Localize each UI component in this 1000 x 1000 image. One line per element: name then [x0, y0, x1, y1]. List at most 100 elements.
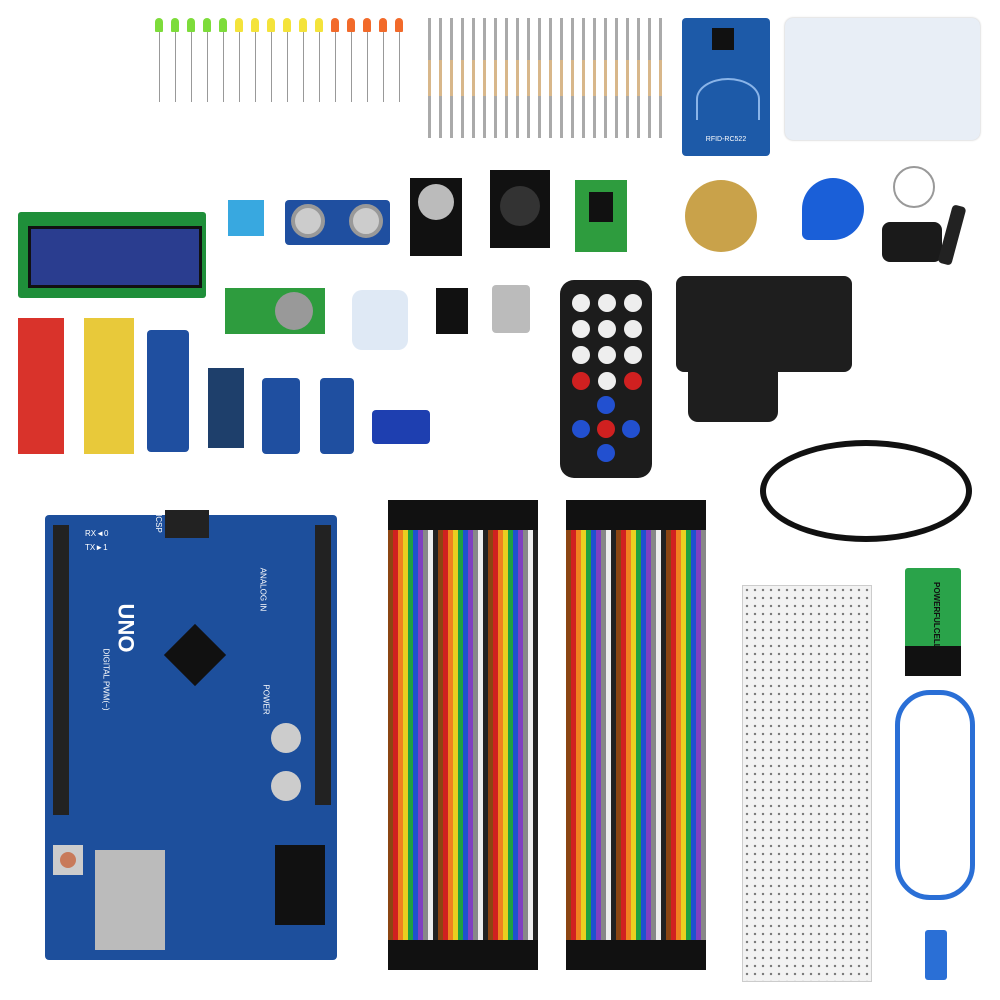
- rfid-chip: [712, 28, 734, 50]
- analog-header: [315, 525, 331, 805]
- led-leg: [303, 32, 304, 102]
- resistor: [593, 18, 596, 138]
- jumper-wire: [696, 530, 701, 940]
- dc-jack[interactable]: [275, 845, 325, 925]
- jumper-wire: [483, 530, 488, 940]
- remote-key[interactable]: [572, 320, 590, 338]
- stepper-driver: [575, 180, 627, 252]
- led: [299, 18, 307, 32]
- remote-dpad-key[interactable]: [572, 420, 590, 438]
- sensor-module: [320, 378, 354, 454]
- servo-motor: [372, 410, 430, 444]
- jumper-wire: [463, 530, 468, 940]
- remote-dpad-key[interactable]: [622, 420, 640, 438]
- remote-key[interactable]: [624, 294, 642, 312]
- remote-dpad-key[interactable]: [597, 420, 615, 438]
- jumper-wire: [448, 530, 453, 940]
- jumper-wire: [646, 530, 651, 940]
- remote-key[interactable]: [572, 346, 590, 364]
- remote-dpad-key[interactable]: [597, 396, 615, 414]
- usb-a-plug: [925, 930, 947, 980]
- rtc-module: [225, 288, 325, 334]
- key-ring: [893, 166, 935, 208]
- water-level-sensor: [18, 318, 64, 454]
- remote-key[interactable]: [598, 294, 616, 312]
- remote-key[interactable]: [624, 372, 642, 390]
- jumper-wire: [488, 530, 493, 940]
- resistor: [428, 18, 431, 138]
- rx-label: RX◄0: [85, 529, 109, 538]
- remote-key[interactable]: [572, 372, 590, 390]
- icsp-label: ICSP: [153, 514, 163, 533]
- jumper-wire: [438, 530, 443, 940]
- remote-key[interactable]: [624, 346, 642, 364]
- jumper-wire: [453, 530, 458, 940]
- jumper-wire: [576, 530, 581, 940]
- jumper-wire: [676, 530, 681, 940]
- jumper-wire: [513, 530, 518, 940]
- resistor: [571, 18, 574, 138]
- jumper-wire: [681, 530, 686, 940]
- 9v-battery: POWERFULCELL: [905, 568, 961, 676]
- battery-clip: [882, 222, 942, 262]
- jumper-wire: [423, 530, 428, 940]
- wire-connectors: [388, 500, 538, 530]
- resistor: [615, 18, 618, 138]
- jumper-wire: [606, 530, 611, 940]
- pir-sensor: [352, 290, 408, 350]
- jumper-wire: [631, 530, 636, 940]
- icsp-header: [165, 510, 209, 538]
- jumper-wire: [701, 530, 706, 940]
- ultrasonic-sensor: [285, 200, 390, 245]
- jumper-wire: [518, 530, 523, 940]
- remote-key[interactable]: [598, 320, 616, 338]
- digital-label: DIGITAL PWM(~): [101, 648, 111, 711]
- reset-button[interactable]: [53, 845, 83, 875]
- jumper-wire: [533, 530, 538, 940]
- resistor: [549, 18, 552, 138]
- led: [395, 18, 403, 32]
- remote-key[interactable]: [598, 346, 616, 364]
- led: [347, 18, 355, 32]
- resistor: [648, 18, 651, 138]
- led-leg: [399, 32, 400, 102]
- jumper-wire: [503, 530, 508, 940]
- remote-key[interactable]: [598, 372, 616, 390]
- jumper-wire: [651, 530, 656, 940]
- jumper-wire: [641, 530, 646, 940]
- resistor: [450, 18, 453, 138]
- resistor: [472, 18, 475, 138]
- remote-key[interactable]: [624, 320, 642, 338]
- usb-cable: [895, 690, 975, 900]
- gas-sensor: [410, 178, 462, 256]
- led: [379, 18, 387, 32]
- jumper-wire: [413, 530, 418, 940]
- jumper-wire: [418, 530, 423, 940]
- led: [219, 18, 227, 32]
- led: [363, 18, 371, 32]
- led: [203, 18, 211, 32]
- remote-key[interactable]: [572, 294, 590, 312]
- soil-moisture-sensor: [84, 318, 134, 454]
- led-leg: [191, 32, 192, 102]
- led: [331, 18, 339, 32]
- usb-b-port[interactable]: [95, 850, 165, 950]
- jumper-wire: [626, 530, 631, 940]
- resistor: [461, 18, 464, 138]
- jumper-wire: [398, 530, 403, 940]
- remote-dpad-key[interactable]: [597, 444, 615, 462]
- jumper-wires-male-female: [566, 500, 716, 970]
- battery-label: POWERFULCELL: [932, 582, 941, 649]
- jumper-wire: [528, 530, 533, 940]
- rfid-card: [785, 18, 980, 140]
- led-leg: [239, 32, 240, 102]
- jumper-wire: [671, 530, 676, 940]
- resistor: [637, 18, 640, 138]
- led-leg: [159, 32, 160, 102]
- capacitor: [271, 771, 301, 801]
- jumper-wire: [458, 530, 463, 940]
- esp8266-module: [436, 288, 468, 334]
- led-leg: [207, 32, 208, 102]
- uno-label: UNO: [113, 603, 139, 653]
- wire-connectors: [388, 940, 538, 970]
